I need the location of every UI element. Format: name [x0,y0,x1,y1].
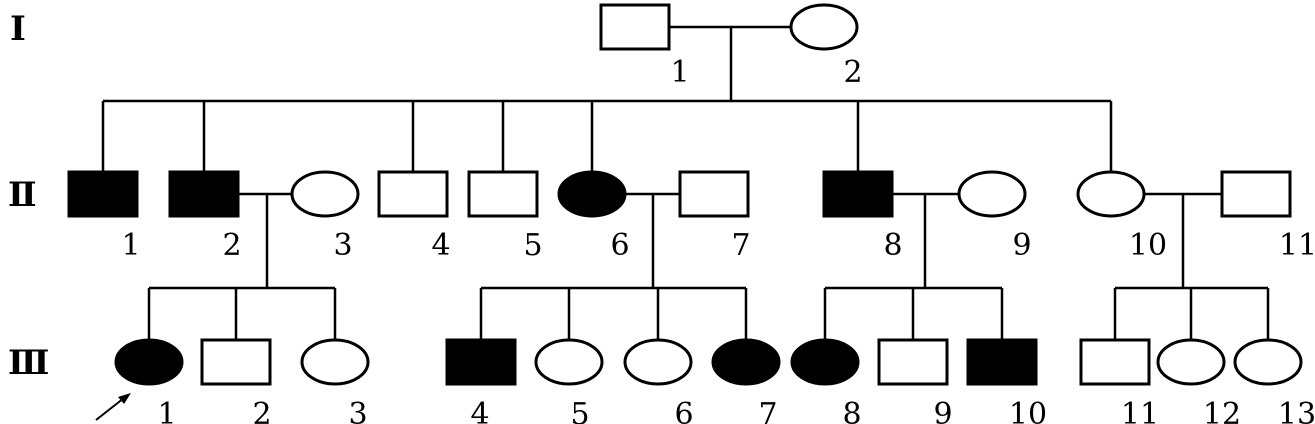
unaffected-female-II-10 [1076,170,1146,218]
affected-male-II-8 [822,170,894,218]
individuals [67,3,1303,386]
number-I-1: 1 [670,55,689,90]
affected-male-II-1 [67,170,139,218]
generation-label-3: Ⅲ [8,343,49,383]
unaffected-female-III-13 [1233,338,1303,386]
unaffected-female-III-3 [300,338,370,386]
unaffected-male-II-11 [1220,170,1292,218]
affected-female-III-7 [711,338,781,386]
number-II-10: 10 [1129,228,1167,263]
affected-female-III-1 [114,338,184,386]
number-II-4: 4 [431,228,450,263]
number-III-9: 9 [933,397,952,424]
number-III-1: 1 [157,397,176,424]
proband-arrow-icon [95,393,131,421]
number-II-5: 5 [523,228,542,263]
unaffected-male-I-1 [599,3,671,51]
number-III-12: 12 [1203,397,1241,424]
unaffected-female-III-6 [623,338,693,386]
number-II-7: 7 [731,228,750,263]
affected-male-II-2 [168,170,240,218]
generation-label-2: Ⅱ [8,175,37,215]
individual-numbers: 1 2 1 2 3 4 5 6 7 8 9 10 11 1 2 3 4 5 6 … [121,55,1315,424]
unaffected-female-III-12 [1156,338,1226,386]
number-II-8: 8 [883,228,902,263]
unaffected-male-II-4 [377,170,449,218]
unaffected-male-III-11 [1079,338,1151,386]
unaffected-female-II-3 [290,170,360,218]
unaffected-male-II-7 [678,170,750,218]
number-II-2: 2 [222,228,241,263]
connecting-lines [101,25,1270,340]
number-III-8: 8 [842,397,861,424]
affected-female-II-6 [557,170,627,218]
affected-male-III-10 [966,338,1038,386]
affected-male-III-4 [445,338,517,386]
number-II-3: 3 [333,228,352,263]
unaffected-male-III-2 [200,338,272,386]
number-III-5: 5 [570,397,589,424]
number-I-2: 2 [843,55,862,90]
number-III-7: 7 [758,397,777,424]
number-II-1: 1 [121,228,140,263]
number-III-13: 13 [1278,397,1315,424]
number-II-11: 11 [1279,228,1315,263]
number-II-9: 9 [1012,228,1031,263]
number-III-4: 4 [470,397,489,424]
unaffected-male-III-9 [877,338,949,386]
unaffected-female-III-5 [534,338,604,386]
number-II-6: 6 [610,228,629,263]
unaffected-female-I-2 [789,3,859,51]
number-III-11: 11 [1121,397,1159,424]
number-III-3: 3 [348,397,367,424]
unaffected-female-II-9 [957,170,1027,218]
affected-female-III-8 [790,338,860,386]
number-III-6: 6 [674,397,693,424]
unaffected-male-II-5 [467,170,539,218]
number-III-10: 10 [1009,397,1047,424]
number-III-2: 2 [252,397,271,424]
generation-label-1: Ⅰ [10,9,26,49]
